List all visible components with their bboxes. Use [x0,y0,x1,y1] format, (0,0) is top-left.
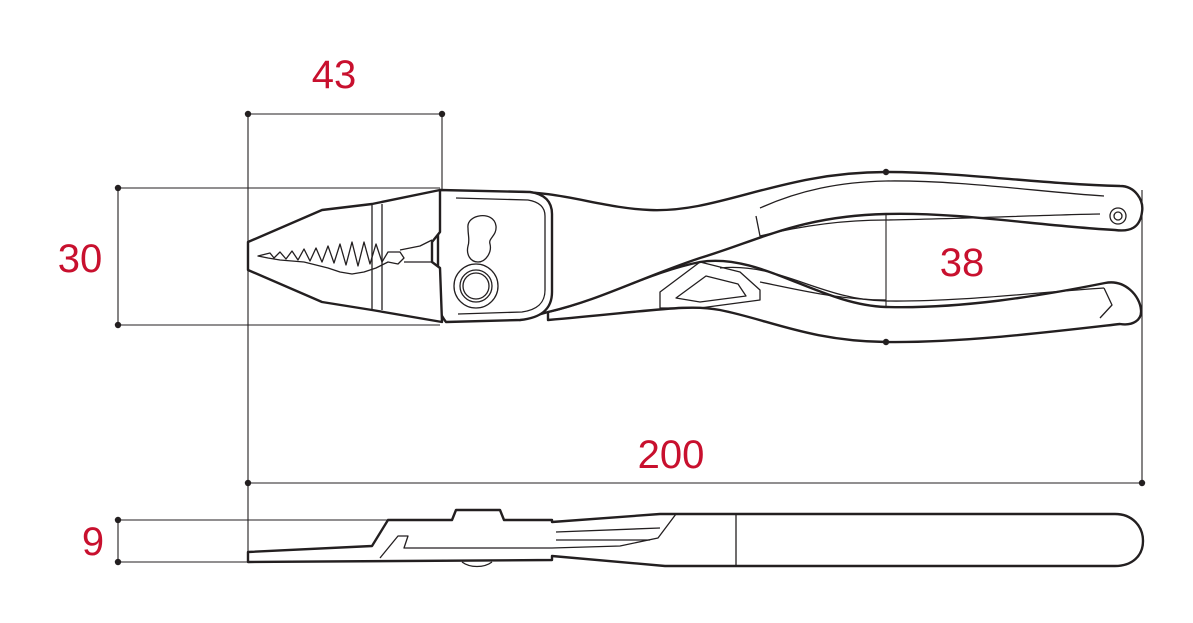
lower-handle-groove [759,281,1113,319]
dimension-dot [882,338,890,346]
upper-handle-groove [755,213,1101,237]
lower-handle [546,259,1143,344]
pivot-rivet-inner [459,269,493,303]
side-pivot-bump [461,561,493,568]
side-view-outline [246,508,1145,568]
jaw-cutter-notch [399,239,433,263]
thickness-label: 9 [82,520,104,564]
lower-handle-inner-line [719,266,1105,302]
side-joint-detail [379,513,677,559]
dimension-dot [114,516,122,524]
dimension-dot [1138,479,1146,487]
upper-handle-inner-line [759,180,1105,209]
dimension-dot [114,184,122,192]
handle-width-label: 38 [940,241,985,285]
dimension-dot [244,110,252,118]
jaw-gripping-teeth [257,241,405,275]
keyhole-slot [466,215,497,263]
dimension-labels: 43 30 38 200 9 [58,53,985,564]
pliers-side-view [246,508,1145,568]
dimension-dot [882,168,890,176]
joint-plate [436,188,554,324]
side-handle-inner [555,527,661,541]
pliers-top-view [246,170,1144,344]
jaw-head [246,188,444,324]
overall-length-label: 200 [638,433,705,477]
handle-end-hole [1109,207,1127,225]
dimension-dot [114,558,122,566]
pivot-rivet-center [462,272,490,300]
pivot-rivet-outer [453,263,499,309]
jaw-width-label: 30 [58,237,103,281]
dimension-dot [438,110,446,118]
jaw-length-label: 43 [312,53,357,97]
lower-handle-strap [659,261,761,309]
dimension-dots [114,110,1146,566]
dimension-dot [244,479,252,487]
joint-plate-inner [455,197,546,315]
dimension-dot [114,321,122,329]
dimension-lines [117,113,1143,563]
handle-end-hole-inner [1113,211,1123,221]
upper-handle [503,170,1144,322]
lower-handle-strap-inner [675,275,747,303]
